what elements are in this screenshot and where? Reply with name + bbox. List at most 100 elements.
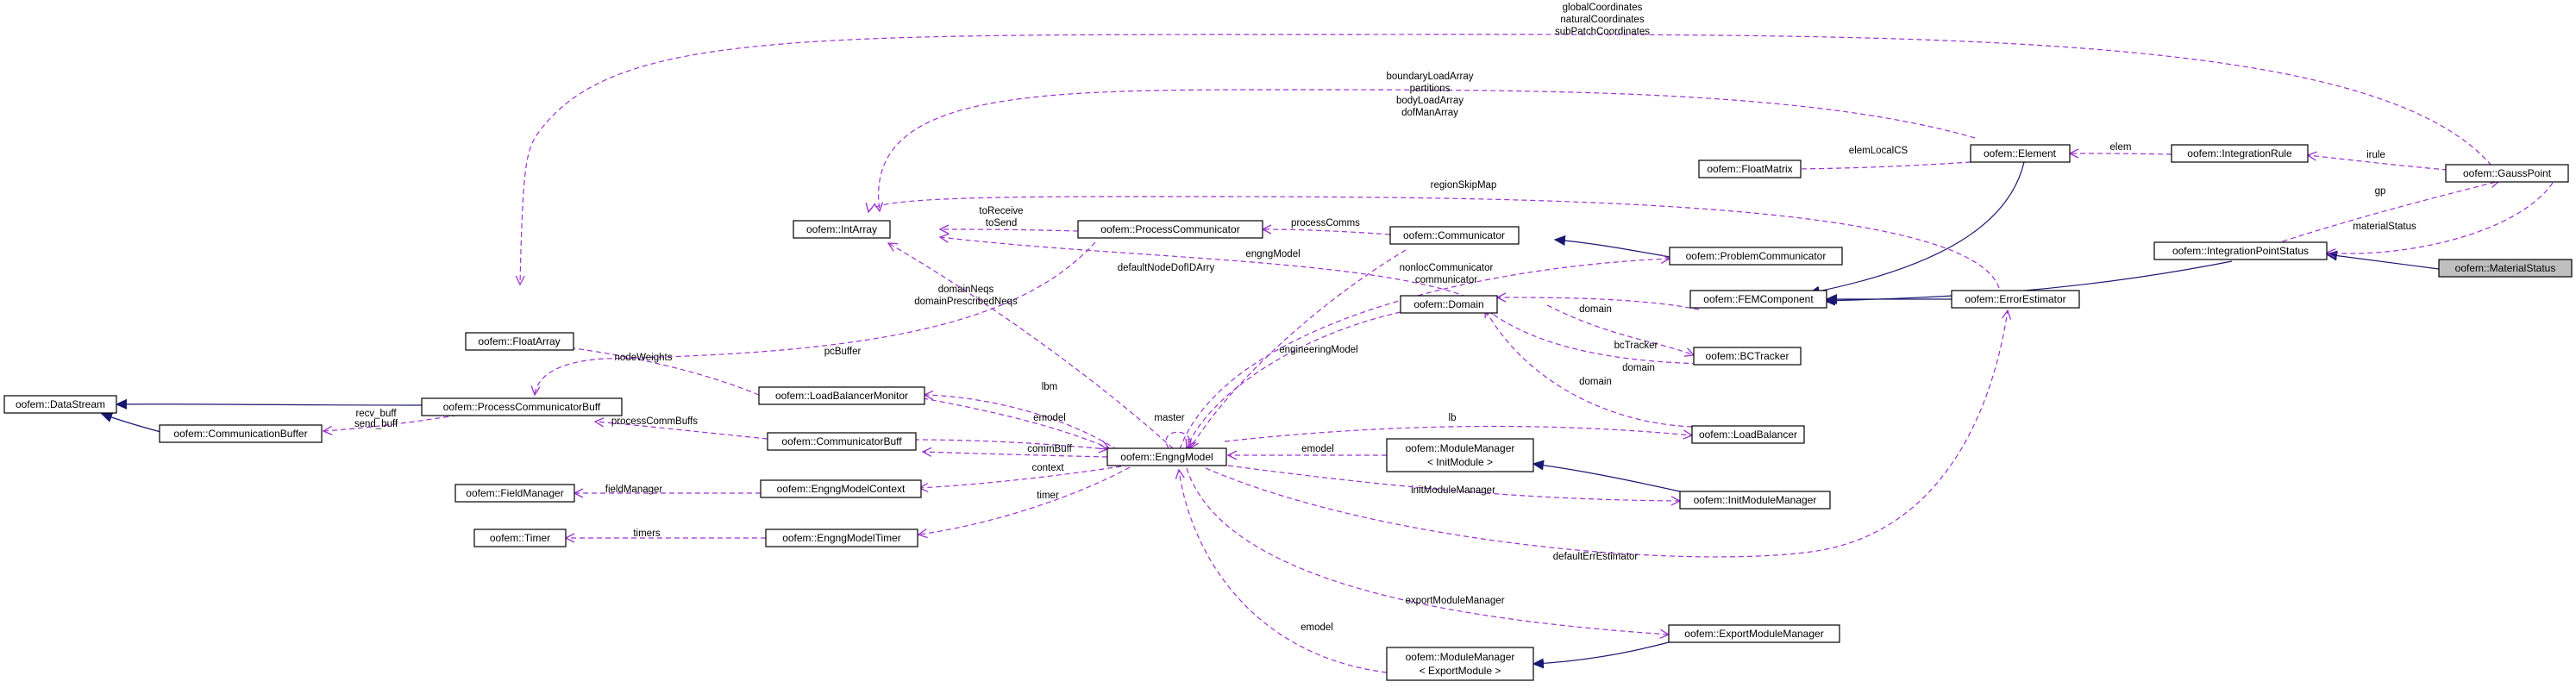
- node-export-module-manager[interactable]: oofem::ExportModuleManager: [1668, 624, 1840, 643]
- label-domain-loadbalancer: domain: [1579, 377, 1612, 387]
- node-label: oofem::LoadBalancer: [1699, 428, 1797, 441]
- node-integration-point-status[interactable]: oofem::IntegrationPointStatus: [2153, 241, 2328, 260]
- node-process-communicator[interactable]: oofem::ProcessCommunicator: [1077, 220, 1263, 239]
- edge-communicationbuffer-to-datastream: [102, 414, 165, 434]
- edge-element-to-floatmatrix: [1780, 161, 1971, 169]
- node-engng-model-timer[interactable]: oofem::EngngModelTimer: [765, 529, 918, 547]
- label-process-comm-buffs: processCommBuffs: [611, 416, 698, 427]
- node-engng-model[interactable]: oofem::EngngModel: [1106, 447, 1227, 466]
- edge-engngmodel-to-problemcommunicator: [1179, 259, 1670, 450]
- node-label: oofem::DataStream: [16, 398, 105, 410]
- label-pc-buffer: pcBuffer: [824, 347, 862, 357]
- edge-bctracker-to-domain: [1483, 307, 1707, 365]
- node-label: oofem::GaussPoint: [2463, 167, 2552, 179]
- node-label-line2: < ExportModule >: [1420, 665, 1501, 677]
- label-sub-patch-coordinates: subPatchCoordinates: [1555, 27, 1650, 37]
- edge-processcommunicatorbuff-to-datastream: [116, 404, 423, 405]
- label-comm-buff: commBuff: [1027, 444, 1072, 454]
- edge-integrationpointstatus-to-gausspoint: [2273, 181, 2499, 245]
- node-gauss-point[interactable]: oofem::GaussPoint: [2445, 164, 2569, 183]
- node-module-manager-export[interactable]: oofem::ModuleManager < ExportModule >: [1386, 647, 1534, 681]
- node-label: oofem::ErrorEstimator: [1965, 293, 2065, 305]
- edge-processcommunicator-to-intarray: [940, 229, 1079, 231]
- node-label: oofem::FloatMatrix: [1707, 163, 1792, 175]
- edge-modulemanager-export-to-engngmodel: [1179, 470, 1388, 673]
- node-init-module-manager[interactable]: oofem::InitModuleManager: [1679, 491, 1831, 510]
- label-region-skip-map: regionSkipMap: [1431, 180, 1497, 191]
- node-element[interactable]: oofem::Element: [1970, 144, 2071, 163]
- edge-engngmodel-to-engngmodeltimer: [918, 466, 1131, 535]
- node-label: oofem::Communicator: [1403, 229, 1505, 241]
- node-process-communicator-buff[interactable]: oofem::ProcessCommunicatorBuff: [421, 397, 623, 416]
- label-boundary-load-array: boundaryLoadArray: [1386, 72, 1473, 82]
- label-send-buff: send_buff: [354, 419, 398, 429]
- label-context: context: [1031, 463, 1064, 473]
- edge-communicator-to-engngmodel: [1190, 249, 1407, 448]
- node-communicator[interactable]: oofem::Communicator: [1389, 226, 1520, 245]
- edge-element-to-femcomponent: [1809, 161, 2025, 293]
- node-module-manager-init[interactable]: oofem::ModuleManager < InitModule >: [1386, 438, 1534, 472]
- node-field-manager[interactable]: oofem::FieldManager: [454, 484, 575, 503]
- node-label: oofem::CommunicationBuffer: [173, 428, 307, 440]
- node-label: oofem::ProcessCommunicator: [1100, 223, 1239, 235]
- edge-errorestimator-to-intarray: [868, 196, 2000, 289]
- edge-problemcommunicator-to-communicator: [1555, 240, 1670, 258]
- edge-engngmodel-to-loadbalancer: [1224, 425, 1692, 442]
- edge-communicatorbuff-to-engngmodel: [913, 439, 1107, 449]
- edge-communicatorbuff-to-processcommunicatorbuff: [595, 422, 768, 440]
- node-problem-communicator[interactable]: oofem::ProblemCommunicator: [1669, 247, 1843, 266]
- edge-domain-to-engngmodel: [1187, 311, 1401, 448]
- node-label: oofem::IntegrationPointStatus: [2172, 245, 2309, 257]
- label-process-comms: processComms: [1291, 218, 1360, 228]
- edge-element-to-intarray: [879, 89, 1976, 211]
- label-bc-tracker: bcTracker: [1614, 341, 1658, 351]
- node-integration-rule[interactable]: oofem::IntegrationRule: [2171, 144, 2309, 163]
- node-label: oofem::FieldManager: [466, 487, 563, 499]
- node-material-status[interactable]: oofem::MaterialStatus: [2438, 259, 2573, 278]
- node-engng-model-context[interactable]: oofem::EngngModelContext: [760, 479, 922, 498]
- label-domain-bctracker: domain: [1622, 363, 1655, 373]
- node-label: oofem::Element: [1984, 147, 2057, 159]
- node-float-array[interactable]: oofem::FloatArray: [465, 332, 574, 351]
- node-bc-tracker[interactable]: oofem::BCTracker: [1693, 347, 1802, 366]
- label-to-receive: toReceive: [979, 206, 1023, 216]
- label-emodel-init: emodel: [1301, 444, 1334, 454]
- node-data-stream[interactable]: oofem::DataStream: [3, 395, 117, 414]
- edge-domain-to-intarray: [940, 237, 1476, 301]
- label-gp: gp: [2375, 186, 2386, 197]
- edge-processcommunicator-to-processcommunicatorbuff: [535, 241, 1096, 395]
- node-label-line2: < InitModule >: [1427, 456, 1493, 468]
- label-partitions: partitions: [1410, 84, 1451, 94]
- node-timer[interactable]: oofem::Timer: [473, 529, 567, 547]
- node-label: oofem::EngngModelContext: [777, 483, 906, 495]
- label-recv-buff: recv_buff: [355, 409, 397, 419]
- label-timers: timers: [633, 529, 661, 539]
- edge-loadbalancermonitor-to-engngmodel: [922, 397, 1109, 448]
- node-label: oofem::EngngModel: [1120, 451, 1213, 463]
- edge-loadbalancer-to-domain: [1485, 309, 1693, 428]
- node-int-array[interactable]: oofem::IntArray: [793, 220, 891, 239]
- node-communication-buffer[interactable]: oofem::CommunicationBuffer: [159, 424, 323, 443]
- node-domain[interactable]: oofem::Domain: [1400, 295, 1498, 314]
- label-emodel-export: emodel: [1301, 622, 1333, 633]
- node-load-balancer[interactable]: oofem::LoadBalancer: [1691, 425, 1805, 444]
- node-label: oofem::ProblemCommunicator: [1686, 250, 1827, 262]
- edge-initmodulemanager-to-modulemanager-init: [1533, 464, 1681, 492]
- node-label: oofem::IntArray: [806, 223, 877, 235]
- node-fem-component[interactable]: oofem::FEMComponent: [1689, 290, 1827, 309]
- node-communicator-buff[interactable]: oofem::CommunicatorBuff: [767, 432, 917, 451]
- edges: [102, 34, 2554, 673]
- node-label: oofem::MaterialStatus: [2455, 262, 2556, 274]
- label-engng-model: engngModel: [1245, 249, 1300, 260]
- label-export-module-manager: exportModuleManager: [1405, 596, 1504, 606]
- node-label-line1: oofem::ModuleManager: [1406, 651, 1515, 663]
- label-irule: irule: [2366, 150, 2385, 160]
- label-default-err-estimator: defaultErrEstimator: [1553, 552, 1639, 562]
- edge-domain-to-bctracker: [1546, 304, 1694, 355]
- label-field-manager: fieldManager: [605, 485, 663, 495]
- edge-integrationrule-to-element: [2070, 153, 2172, 154]
- node-load-balancer-monitor[interactable]: oofem::LoadBalancerMonitor: [758, 386, 925, 405]
- node-float-matrix[interactable]: oofem::FloatMatrix: [1698, 159, 1802, 178]
- label-init-module-manager: initModuleManager: [1411, 485, 1495, 496]
- node-error-estimator[interactable]: oofem::ErrorEstimator: [1951, 290, 2080, 309]
